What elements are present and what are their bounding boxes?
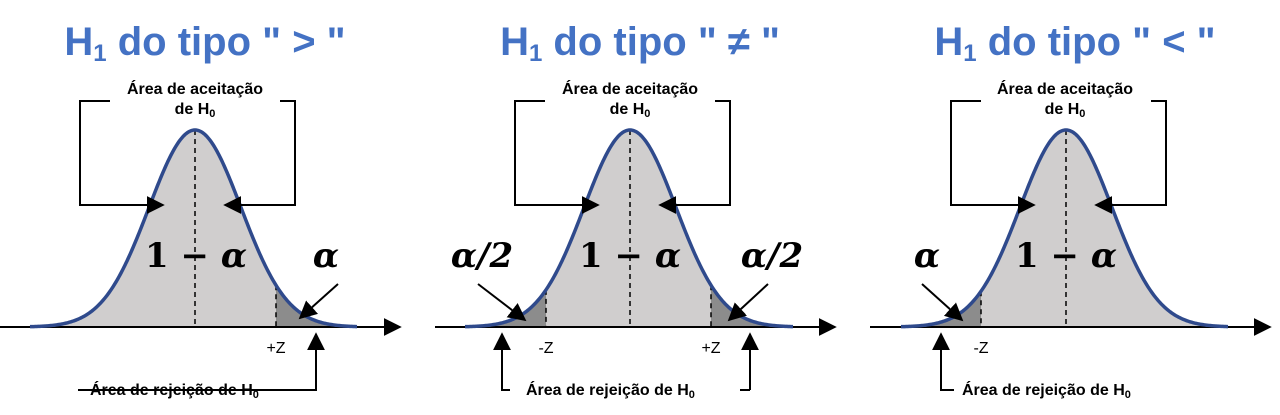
panel-2-z-right: +Z bbox=[701, 340, 721, 357]
panel-1-right-rejection-area bbox=[276, 285, 357, 327]
panel-2-right-tail-label: α/2 bbox=[740, 236, 804, 276]
panel-3-rejection-label: Área de rejeição de H0 bbox=[962, 382, 1131, 401]
panel-2-acceptance-bracket-left bbox=[514, 100, 600, 214]
panel-2-left-tail-arrow bbox=[477, 283, 527, 322]
panel-3-acceptance-area bbox=[901, 130, 1228, 327]
panel-1-title: H1 do tipo " > " bbox=[64, 20, 346, 67]
panel-1-rejection-label: Área de rejeição de H0 bbox=[90, 382, 259, 401]
panel-1-confidence-label: 1 − α bbox=[145, 236, 247, 276]
panel-2-z-left: -Z bbox=[538, 340, 554, 357]
panel-3-tail-arrow bbox=[921, 283, 964, 322]
panel-3-rejection-pointer bbox=[932, 332, 954, 391]
panel-3-acceptance-bracket-right bbox=[1094, 100, 1167, 214]
panel-3-z-left: -Z bbox=[973, 340, 989, 357]
panel-3-confidence-label: 1 − α bbox=[1015, 236, 1117, 276]
panel-3-left-tail-label: α bbox=[913, 236, 941, 276]
panel-1-z-right: +Z bbox=[266, 340, 286, 357]
panel-2-acceptance-area bbox=[465, 130, 793, 327]
panel-2-rejection-pointer-left bbox=[493, 332, 511, 391]
panel-2-rejection-label: Área de rejeição de H0 bbox=[526, 382, 695, 401]
panel-1-acceptance-area bbox=[30, 130, 357, 327]
panel-2-left-tail-label: α/2 bbox=[450, 236, 514, 276]
panel-1-rejection-pointer bbox=[78, 332, 325, 391]
panel-2-acceptance-bracket-right bbox=[658, 100, 731, 214]
panel-3-acceptance-bracket-left bbox=[950, 100, 1036, 214]
panel-1-right-tail-label: α bbox=[312, 236, 340, 276]
panel-1-acceptance-bracket-right bbox=[223, 100, 296, 214]
panel-1-acceptance-bracket-left bbox=[79, 100, 165, 214]
panel-3-title: H1 do tipo " < " bbox=[934, 20, 1216, 67]
panel-2-right-tail-arrow bbox=[727, 283, 769, 322]
panel-2-confidence-label: 1 − α bbox=[579, 236, 681, 276]
panel-1-tail-arrow bbox=[298, 283, 339, 320]
panel-2-title: H1 do tipo " ≠ " bbox=[500, 20, 780, 67]
